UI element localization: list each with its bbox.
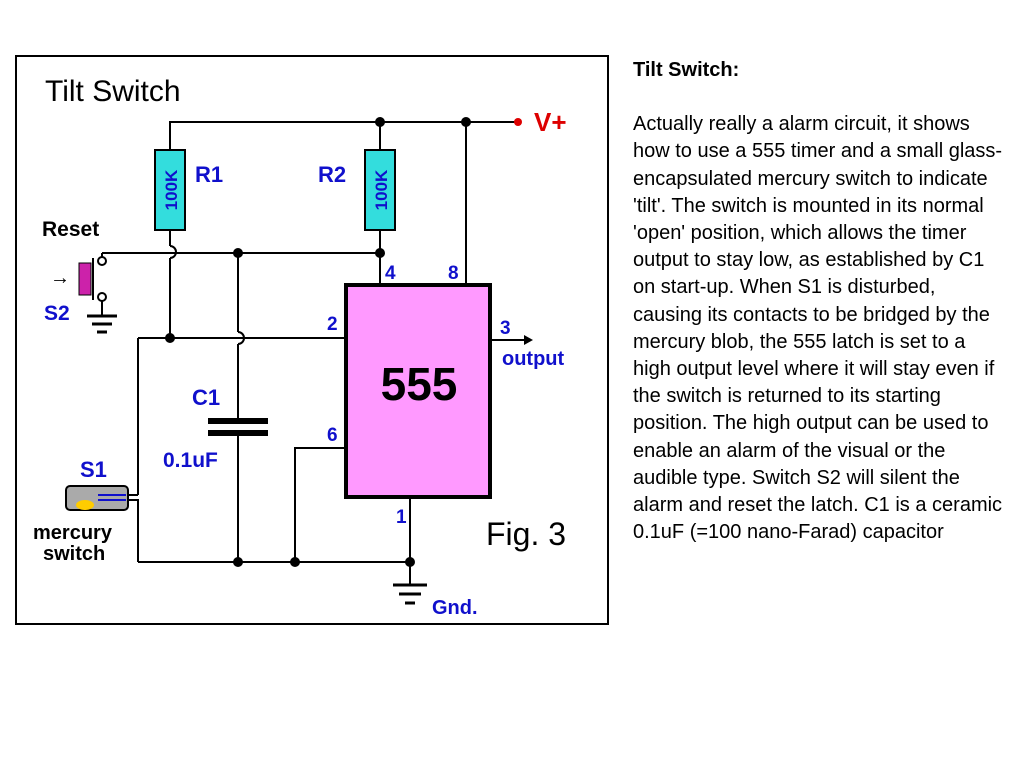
description-panel: Tilt Switch: Actually really a alarm cir… bbox=[633, 57, 1008, 546]
s2-ground-symbol bbox=[87, 314, 117, 334]
description-body: Actually really a alarm circuit, it show… bbox=[633, 113, 1003, 544]
s1-label: S1 bbox=[80, 457, 107, 482]
r2-label: R2 bbox=[318, 162, 346, 187]
pin-6-label: 6 bbox=[327, 425, 338, 446]
ground-symbol bbox=[393, 583, 427, 605]
pin-2-label: 2 bbox=[327, 314, 338, 335]
gnd-label: Gnd. bbox=[432, 597, 478, 619]
r2-value: 100K bbox=[372, 169, 391, 210]
ic-555-label: 555 bbox=[381, 358, 458, 410]
pin-4-label: 4 bbox=[385, 263, 396, 284]
c1-label: C1 bbox=[192, 385, 220, 410]
mercury-label-line2: switch bbox=[43, 543, 105, 565]
s2-arrow: → bbox=[50, 267, 70, 289]
ic-555-body bbox=[344, 283, 492, 499]
mercury-switch-s1 bbox=[65, 485, 129, 511]
output-arrow-icon bbox=[524, 335, 533, 345]
figure-title: Tilt Switch bbox=[45, 75, 181, 108]
figure-number: Fig. 3 bbox=[486, 516, 566, 552]
junction-dots bbox=[165, 117, 471, 567]
capacitor-c1 bbox=[208, 418, 268, 436]
description-heading: Tilt Switch: bbox=[633, 59, 740, 81]
reset-pushbutton-s2 bbox=[78, 256, 107, 302]
pin-3-label: 3 bbox=[500, 318, 511, 339]
resistor-r1: 100K bbox=[154, 149, 186, 231]
mercury-label-line1: mercury bbox=[33, 522, 113, 544]
r1-label: R1 bbox=[195, 162, 223, 187]
r1-value: 100K bbox=[162, 169, 181, 210]
pin-1-label: 1 bbox=[396, 507, 407, 528]
vplus-terminal bbox=[514, 118, 522, 126]
output-label: output bbox=[502, 348, 565, 370]
pin-8-label: 8 bbox=[448, 263, 459, 284]
reset-label: Reset bbox=[42, 218, 99, 241]
resistor-r2: 100K bbox=[364, 149, 396, 231]
vplus-label: V+ bbox=[534, 107, 567, 137]
c1-value: 0.1uF bbox=[163, 449, 218, 472]
s2-label: S2 bbox=[44, 302, 70, 325]
